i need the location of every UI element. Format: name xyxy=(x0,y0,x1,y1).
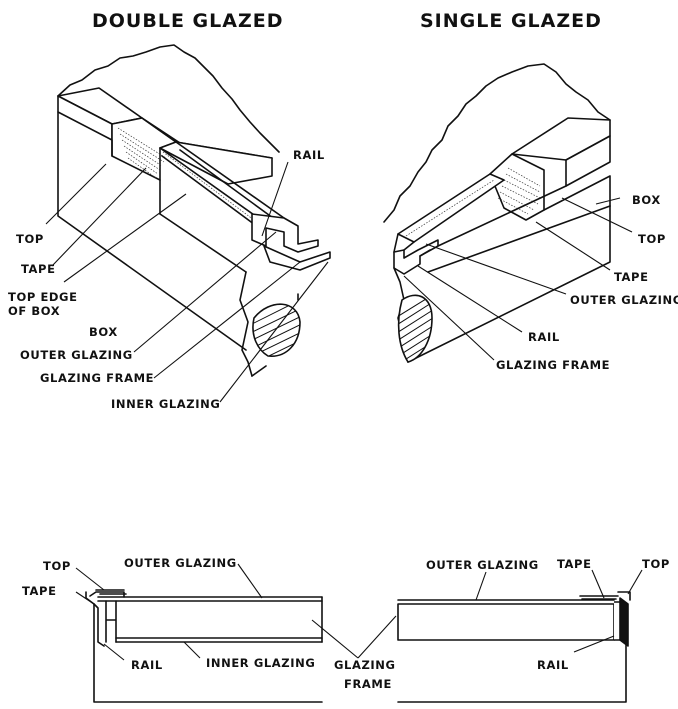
label-box-single: BOX xyxy=(632,193,661,207)
shared-glazing-frame-label: GLAZING FRAME xyxy=(311,615,397,691)
label-rail-section-d: RAIL xyxy=(131,658,163,672)
label-glazing-frame-double: GLAZING FRAME xyxy=(40,371,154,385)
leader-tape-double xyxy=(51,167,147,267)
label-of-box-double: OF BOX xyxy=(8,304,60,318)
leader-tape-single xyxy=(535,221,611,271)
label-tape-section-d: TAPE xyxy=(22,584,57,598)
label-box-double: BOX xyxy=(89,325,118,339)
label-glazing-shared: GLAZING xyxy=(334,658,396,672)
double-glazed-section: TOP TAPE OUTER GLAZING RAIL INNER GLAZIN… xyxy=(22,556,323,703)
leader-inner-double xyxy=(219,261,329,403)
label-tape-double: TAPE xyxy=(21,262,56,276)
leader-tape-section-s xyxy=(591,569,605,599)
label-outer-glazing-section-s: OUTER GLAZING xyxy=(426,558,539,572)
leader-top-section-d xyxy=(75,567,105,591)
double-glazed-isometric: RAIL TOP TAPE TOP EDGE OF BOX BOX OUTER … xyxy=(8,44,331,411)
label-tape-section-s: TAPE xyxy=(557,557,592,571)
leader-top-single xyxy=(561,197,633,233)
leader-topedge-double xyxy=(63,193,187,283)
label-outer-glazing-section-d: OUTER GLAZING xyxy=(124,556,237,570)
leader-outer-section-s xyxy=(475,571,487,601)
label-inner-glazing-double: INNER GLAZING xyxy=(111,397,220,411)
single-glazed-isometric: BOX TOP TAPE OUTER GLAZING RAIL GLAZING … xyxy=(383,63,678,372)
label-top-double: TOP xyxy=(16,232,44,246)
leader-outer-section-d xyxy=(237,563,263,599)
label-rail-single: RAIL xyxy=(528,330,560,344)
title-double-glazed: DOUBLE GLAZED xyxy=(92,10,283,32)
label-tape-single: TAPE xyxy=(614,270,649,284)
label-inner-glazing-section-d: INNER GLAZING xyxy=(206,656,315,670)
leader-rail-section-s xyxy=(573,635,615,653)
single-glazed-section: OUTER GLAZING TAPE TOP RAIL xyxy=(397,557,670,703)
leader-rail-section-d xyxy=(103,643,125,661)
label-top-section-d: TOP xyxy=(43,559,71,573)
title-single-glazed: SINGLE GLAZED xyxy=(420,10,602,32)
leader-tape-section-d xyxy=(75,591,95,605)
leader-rail-single xyxy=(417,265,523,333)
leader-top-section-s xyxy=(627,569,643,595)
label-outer-glazing-single: OUTER GLAZING xyxy=(570,293,678,307)
label-top-single: TOP xyxy=(638,232,666,246)
label-glazing-frame-single: GLAZING FRAME xyxy=(496,358,610,372)
leader-outer-double xyxy=(133,231,277,353)
label-top-section-s: TOP xyxy=(642,557,670,571)
leader-frame-double xyxy=(153,261,301,379)
label-outer-glazing-double: OUTER GLAZING xyxy=(20,348,133,362)
leader-inner-section-d xyxy=(183,641,201,659)
leader-rail-double xyxy=(261,161,289,237)
leader-top-double xyxy=(45,163,107,225)
label-rail-section-s: RAIL xyxy=(537,658,569,672)
label-top-edge-double: TOP EDGE xyxy=(8,290,78,304)
leader-outer-single xyxy=(425,243,567,295)
label-rail-double: RAIL xyxy=(293,148,325,162)
label-frame-shared: FRAME xyxy=(344,677,392,691)
leader-box-single xyxy=(595,197,621,205)
leader-frame-single xyxy=(403,275,495,361)
